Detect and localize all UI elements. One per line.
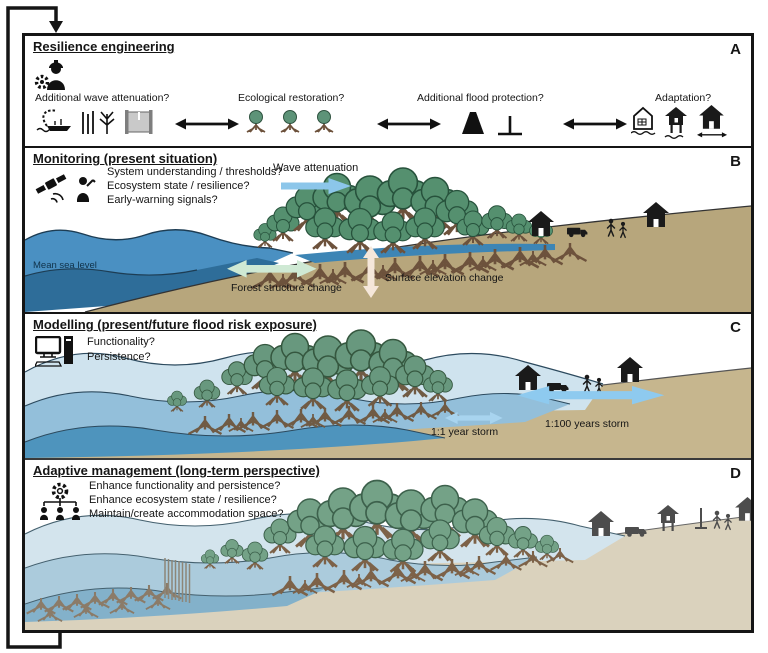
storm-1-100-label: 1:100 years storm xyxy=(545,418,630,430)
brushwood-fence xyxy=(164,558,191,603)
modelling-scene xyxy=(25,328,751,458)
floodwall-icon xyxy=(498,116,522,136)
panel-a-title: Resilience engineering xyxy=(33,39,175,54)
wave-attenuation-label: Wave attenuation xyxy=(273,162,359,174)
wall-icon xyxy=(125,110,153,134)
adapted-settlement xyxy=(588,497,751,537)
tradeoff-arrow-icon xyxy=(563,118,627,130)
question-line: Ecosystem state / resilience? xyxy=(107,180,250,192)
panel-monitoring: Monitoring (present situation) B System … xyxy=(25,148,751,314)
tradeoff-arrow-icon xyxy=(175,118,239,130)
panel-modelling: Modelling (present/future flood risk exp… xyxy=(25,314,751,460)
arrowhead-icon xyxy=(49,21,63,33)
dike-icon xyxy=(462,112,484,134)
group-adaptation-label: Adaptation? xyxy=(655,92,712,104)
group-flood-protection-label: Additional flood protection? xyxy=(417,92,544,104)
engineer-gear-icon xyxy=(34,60,65,90)
mean-sea-level-label: Mean sea level xyxy=(33,260,97,271)
relocate-house-icon xyxy=(696,105,728,139)
poles-icon xyxy=(82,111,94,134)
panel-resilience-engineering: Resilience engineering A Additional wave… xyxy=(25,36,751,148)
panel-b-letter: B xyxy=(730,153,741,170)
question-line: Enhance ecosystem state / resilience? xyxy=(89,494,277,506)
house-icon xyxy=(617,357,643,382)
mangrove-sapling-icon xyxy=(280,109,300,133)
pole-icon xyxy=(695,508,707,529)
question-line: Persistence? xyxy=(87,351,151,363)
surface-elevation-change-label: Surface elevation change xyxy=(385,272,504,284)
panel-d-title: Adaptive management (long-term perspecti… xyxy=(33,463,320,478)
mangrove-sapling-icon xyxy=(314,109,334,133)
question-line: Maintain/create accommodation space? xyxy=(89,508,284,520)
governance-gear-people-icon xyxy=(39,482,81,520)
tradeoff-arrow-icon xyxy=(377,118,441,130)
panel-c-letter: C xyxy=(730,319,741,336)
question-line: Functionality? xyxy=(87,336,155,348)
monitoring-scene xyxy=(25,166,751,312)
group-wave-attenuation-label: Additional wave attenuation? xyxy=(35,92,170,104)
forest-structure-change-label: Forest structure change xyxy=(231,282,342,294)
panel-adaptive-management: Adaptive management (long-term perspecti… xyxy=(25,460,751,630)
flood-protection-icons xyxy=(462,112,522,136)
panel-c-title: Modelling (present/future flood risk exp… xyxy=(33,317,317,332)
signal-waves-icon xyxy=(50,192,64,203)
computer-icon xyxy=(35,336,73,367)
question-line: Enhance functionality and persistence? xyxy=(89,480,281,492)
question-line: Early-warning signals? xyxy=(107,194,218,206)
satellite-icon xyxy=(35,174,67,194)
brushwood-icon xyxy=(99,111,115,134)
mangrove-sapling-icon xyxy=(246,109,266,133)
flooded-house-icon xyxy=(631,106,656,135)
group-ecological-restoration-label: Ecological restoration? xyxy=(238,92,345,104)
diagram-frame: Resilience engineering A Additional wave… xyxy=(22,33,754,633)
panel-a-letter: A xyxy=(730,41,741,58)
adaptive-management-scene xyxy=(25,478,751,630)
panel-b-title: Monitoring (present situation) xyxy=(33,151,218,166)
adaptation-icons xyxy=(631,105,728,139)
surveyor-icon xyxy=(76,177,96,202)
panel-d-letter: D xyxy=(730,465,741,482)
mangrove-saplings-icon xyxy=(246,109,334,133)
question-line: System understanding / thresholds? xyxy=(107,166,283,178)
monitoring-actor-icons xyxy=(35,174,96,203)
dredger-icon xyxy=(36,109,153,134)
storm-1-1-label: 1:1 year storm xyxy=(431,426,499,438)
stilt-house-icon xyxy=(664,107,687,139)
